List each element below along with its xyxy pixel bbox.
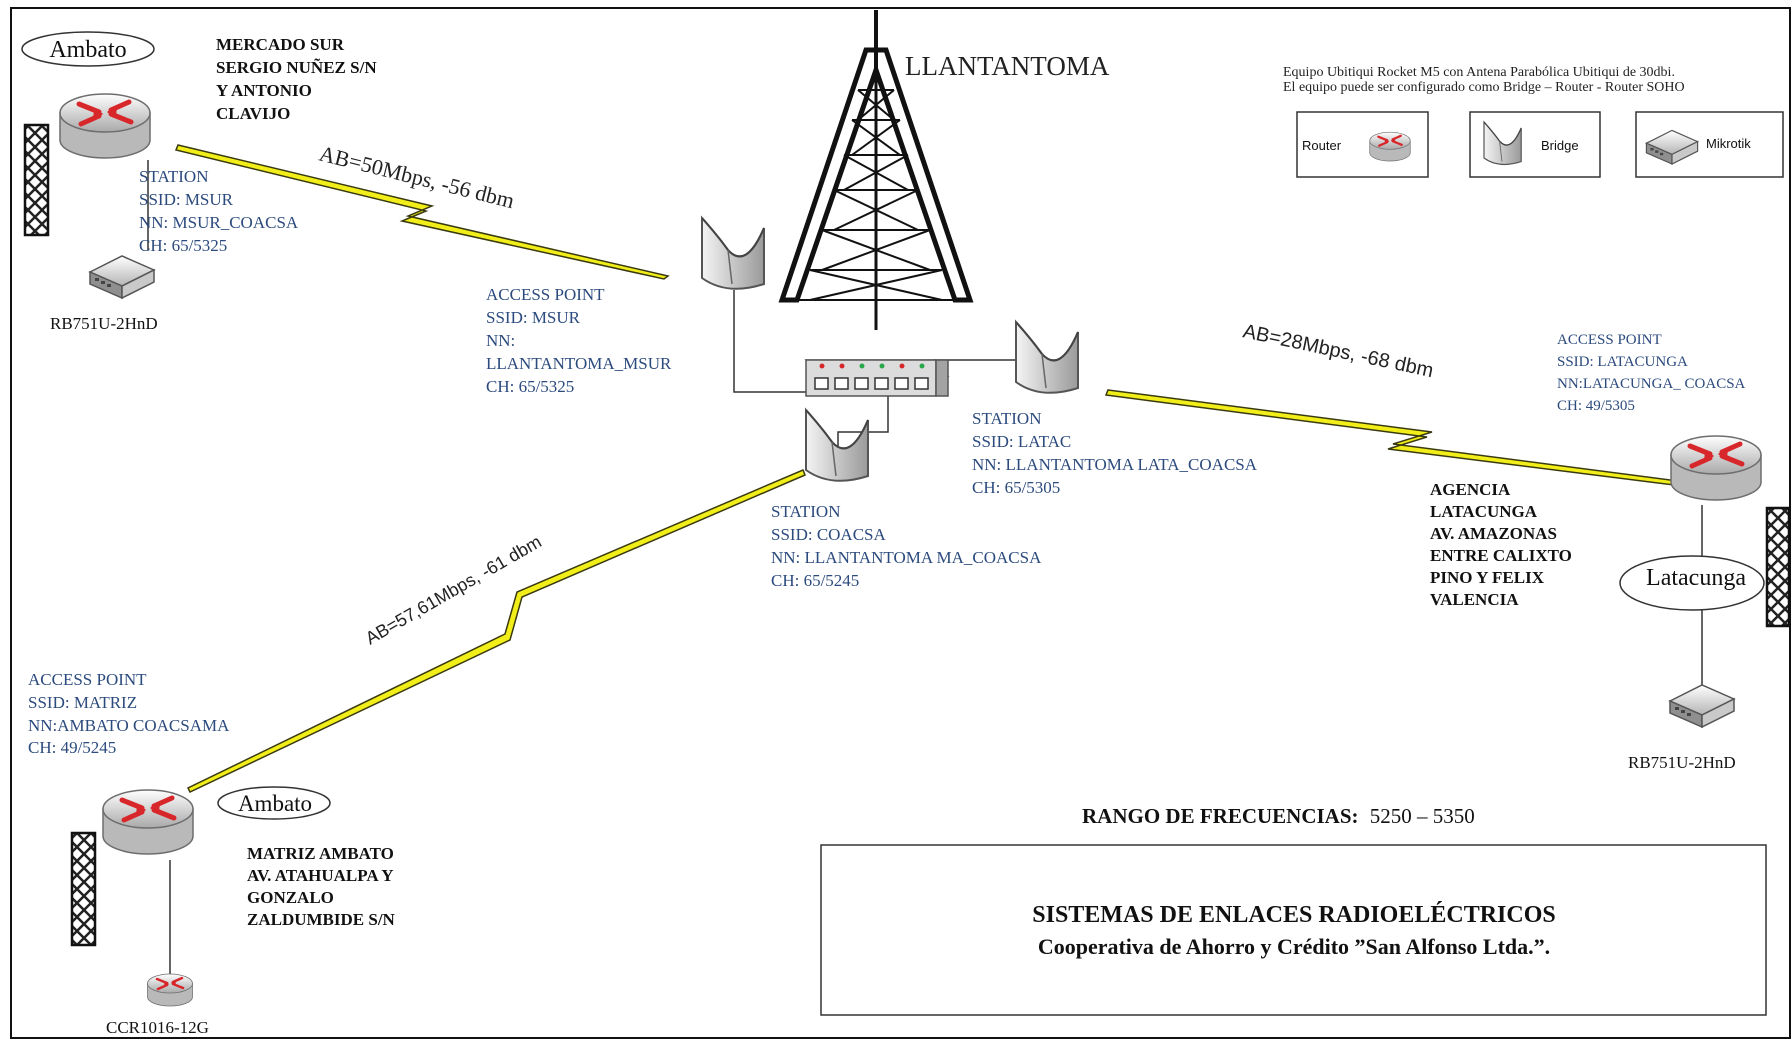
legend-bridge: Bridge — [1469, 111, 1601, 178]
ap-msur-info: ACCESS POINT SSID: MSUR NN: LLANTANTOMA_… — [486, 285, 672, 396]
router-latacunga-icon — [1671, 436, 1761, 500]
station-latac-line: NN: LLANTANTOMA LATA_COACSA — [972, 455, 1258, 474]
router-ccr-icon — [146, 972, 194, 1008]
ap-msur-line: LLANTANTOMA_MSUR — [486, 354, 672, 373]
device-msur: RB751U-2HnD — [50, 314, 158, 333]
ap-msur-line: CH: 65/5325 — [486, 377, 574, 396]
legend-mikrotik-label: Mikrotik — [1706, 136, 1751, 151]
station-latac-line: CH: 65/5305 — [972, 478, 1060, 497]
link-matriz-bolt — [186, 469, 806, 793]
ap-latacunga-line: SSID: LATACUNGA — [1557, 354, 1688, 370]
matriz-address-line: GONZALO — [247, 888, 334, 907]
city-ambato-matriz: Ambato — [238, 791, 312, 816]
legend-router: Router — [1296, 111, 1429, 178]
latacunga-address-line: LATACUNGA — [1430, 502, 1538, 521]
station-coacsa-line: CH: 65/5245 — [771, 571, 859, 590]
ap-matriz-line: CH: 49/5245 — [28, 738, 116, 757]
station-coacsa-info: STATION SSID: COACSA NN: LLANTANTOMA MA_… — [771, 502, 1042, 590]
mercado-sur-address-line: SERGIO NUÑEZ S/N — [216, 58, 377, 77]
latacunga-address: AGENCIA LATACUNGA AV. AMAZONAS ENTRE CAL… — [1430, 480, 1572, 609]
station-coacsa-line: STATION — [771, 502, 840, 521]
latacunga-address-line: VALENCIA — [1430, 590, 1519, 609]
frequency-range: RANGO DE FRECUENCIAS: 5250 – 5350 — [1082, 804, 1475, 828]
tower-icon — [778, 10, 974, 330]
ap-latacunga-line: NN:LATACUNGA_ COACSA — [1557, 376, 1746, 392]
legend-note-line2: El equipo puede ser configurado como Bri… — [1283, 80, 1685, 95]
link-latac-label: AB=28Mbps, -68 dbm — [1241, 320, 1435, 382]
tower-label: LLANTANTOMA — [905, 51, 1110, 81]
device-matriz: CCR1016-12G — [106, 1018, 209, 1037]
station-latac-line: STATION — [972, 409, 1041, 428]
latacunga-address-line: PINO Y FELIX — [1430, 568, 1545, 587]
station-latac-info: STATION SSID: LATAC NN: LLANTANTOMA LATA… — [972, 409, 1258, 497]
link-matriz-label: AB=57,61Mbps, -61 dbm — [362, 531, 545, 648]
title-subtitle: Cooperativa de Ahorro y Crédito ”San Alf… — [1038, 934, 1550, 959]
ap-msur-line: NN: — [486, 331, 515, 350]
ap-matriz-info: ACCESS POINT SSID: MATRIZ NN:AMBATO COAC… — [28, 670, 230, 757]
title-box — [820, 844, 1767, 1016]
city-ellipse-ambato-sur — [21, 31, 155, 67]
dish-msur-icon — [701, 217, 765, 290]
ap-matriz-line: NN:AMBATO COACSAMA — [28, 716, 230, 735]
matriz-address: MATRIZ AMBATO AV. ATAHUALPA Y GONZALO ZA… — [247, 844, 396, 929]
switch-icon — [804, 359, 950, 397]
dish-coacsa-icon — [805, 409, 869, 482]
mercado-sur-address-line: MERCADO SUR — [216, 35, 345, 54]
ap-msur-line: ACCESS POINT — [486, 285, 605, 304]
legend-note-line1: Equipo Ubitiqui Rocket M5 con Antena Par… — [1283, 65, 1675, 80]
legend-bridge-label: Bridge — [1541, 138, 1579, 153]
mast-latacunga-icon — [1765, 506, 1791, 628]
station-msur-line: CH: 65/5325 — [139, 236, 227, 255]
ap-msur-line: SSID: MSUR — [486, 308, 581, 327]
latacunga-address-line: ENTRE CALIXTO — [1430, 546, 1572, 565]
frequency-label: RANGO DE FRECUENCIAS: — [1082, 804, 1359, 828]
station-coacsa-line: SSID: COACSA — [771, 525, 887, 544]
mercado-sur-address-line: CLAVIJO — [216, 104, 290, 123]
station-msur-info: STATION SSID: MSUR NN: MSUR_COACSA CH: 6… — [139, 167, 299, 255]
router-matriz-icon — [103, 790, 193, 854]
city-ellipse-latacunga — [1619, 555, 1765, 611]
city-ambato-sur: Ambato — [49, 37, 126, 63]
matriz-address-line: ZALDUMBIDE S/N — [247, 910, 396, 929]
matriz-address-line: AV. ATAHUALPA Y — [247, 866, 394, 885]
mikrotik-latacunga-icon — [1669, 684, 1735, 728]
ap-latacunga-info: ACCESS POINT SSID: LATACUNGA NN:LATACUNG… — [1557, 332, 1746, 414]
link-msur-bolt — [174, 144, 670, 280]
ap-matriz-line: SSID: MATRIZ — [28, 693, 137, 712]
latacunga-address-line: AV. AMAZONAS — [1430, 524, 1557, 543]
legend-router-icon — [1368, 131, 1412, 163]
mercado-sur-address: MERCADO SUR SERGIO NUÑEZ S/N Y ANTONIO C… — [216, 35, 377, 123]
matriz-address-line: MATRIZ AMBATO — [247, 844, 394, 863]
city-latacunga: Latacunga — [1646, 565, 1746, 591]
station-msur-line: SSID: MSUR — [139, 190, 234, 209]
station-latac-line: SSID: LATAC — [972, 432, 1071, 451]
city-ellipse-ambato-matriz — [217, 786, 331, 820]
ap-latacunga-line: CH: 49/5305 — [1557, 398, 1635, 414]
legend-mikrotik: Mikrotik — [1635, 111, 1784, 178]
title-main: SISTEMAS DE ENLACES RADIOELÉCTRICOS — [1032, 902, 1555, 928]
station-msur-line: NN: MSUR_COACSA — [139, 213, 299, 232]
router-msur-icon — [60, 94, 150, 158]
mast-msur-icon — [23, 123, 50, 237]
mast-matriz-icon — [70, 831, 97, 947]
mikrotik-msur-icon — [89, 255, 155, 299]
station-msur-line: STATION — [139, 167, 208, 186]
station-coacsa-line: NN: LLANTANTOMA MA_COACSA — [771, 548, 1042, 567]
mercado-sur-address-line: Y ANTONIO — [216, 81, 312, 100]
frequency-value: 5250 – 5350 — [1370, 804, 1475, 828]
legend-router-label: Router — [1302, 138, 1342, 153]
device-latacunga: RB751U-2HnD — [1628, 753, 1736, 772]
ap-latacunga-line: ACCESS POINT — [1557, 332, 1662, 348]
ap-matriz-line: ACCESS POINT — [28, 670, 147, 689]
latacunga-address-line: AGENCIA — [1430, 480, 1511, 499]
dish-latac-icon — [1015, 321, 1079, 394]
